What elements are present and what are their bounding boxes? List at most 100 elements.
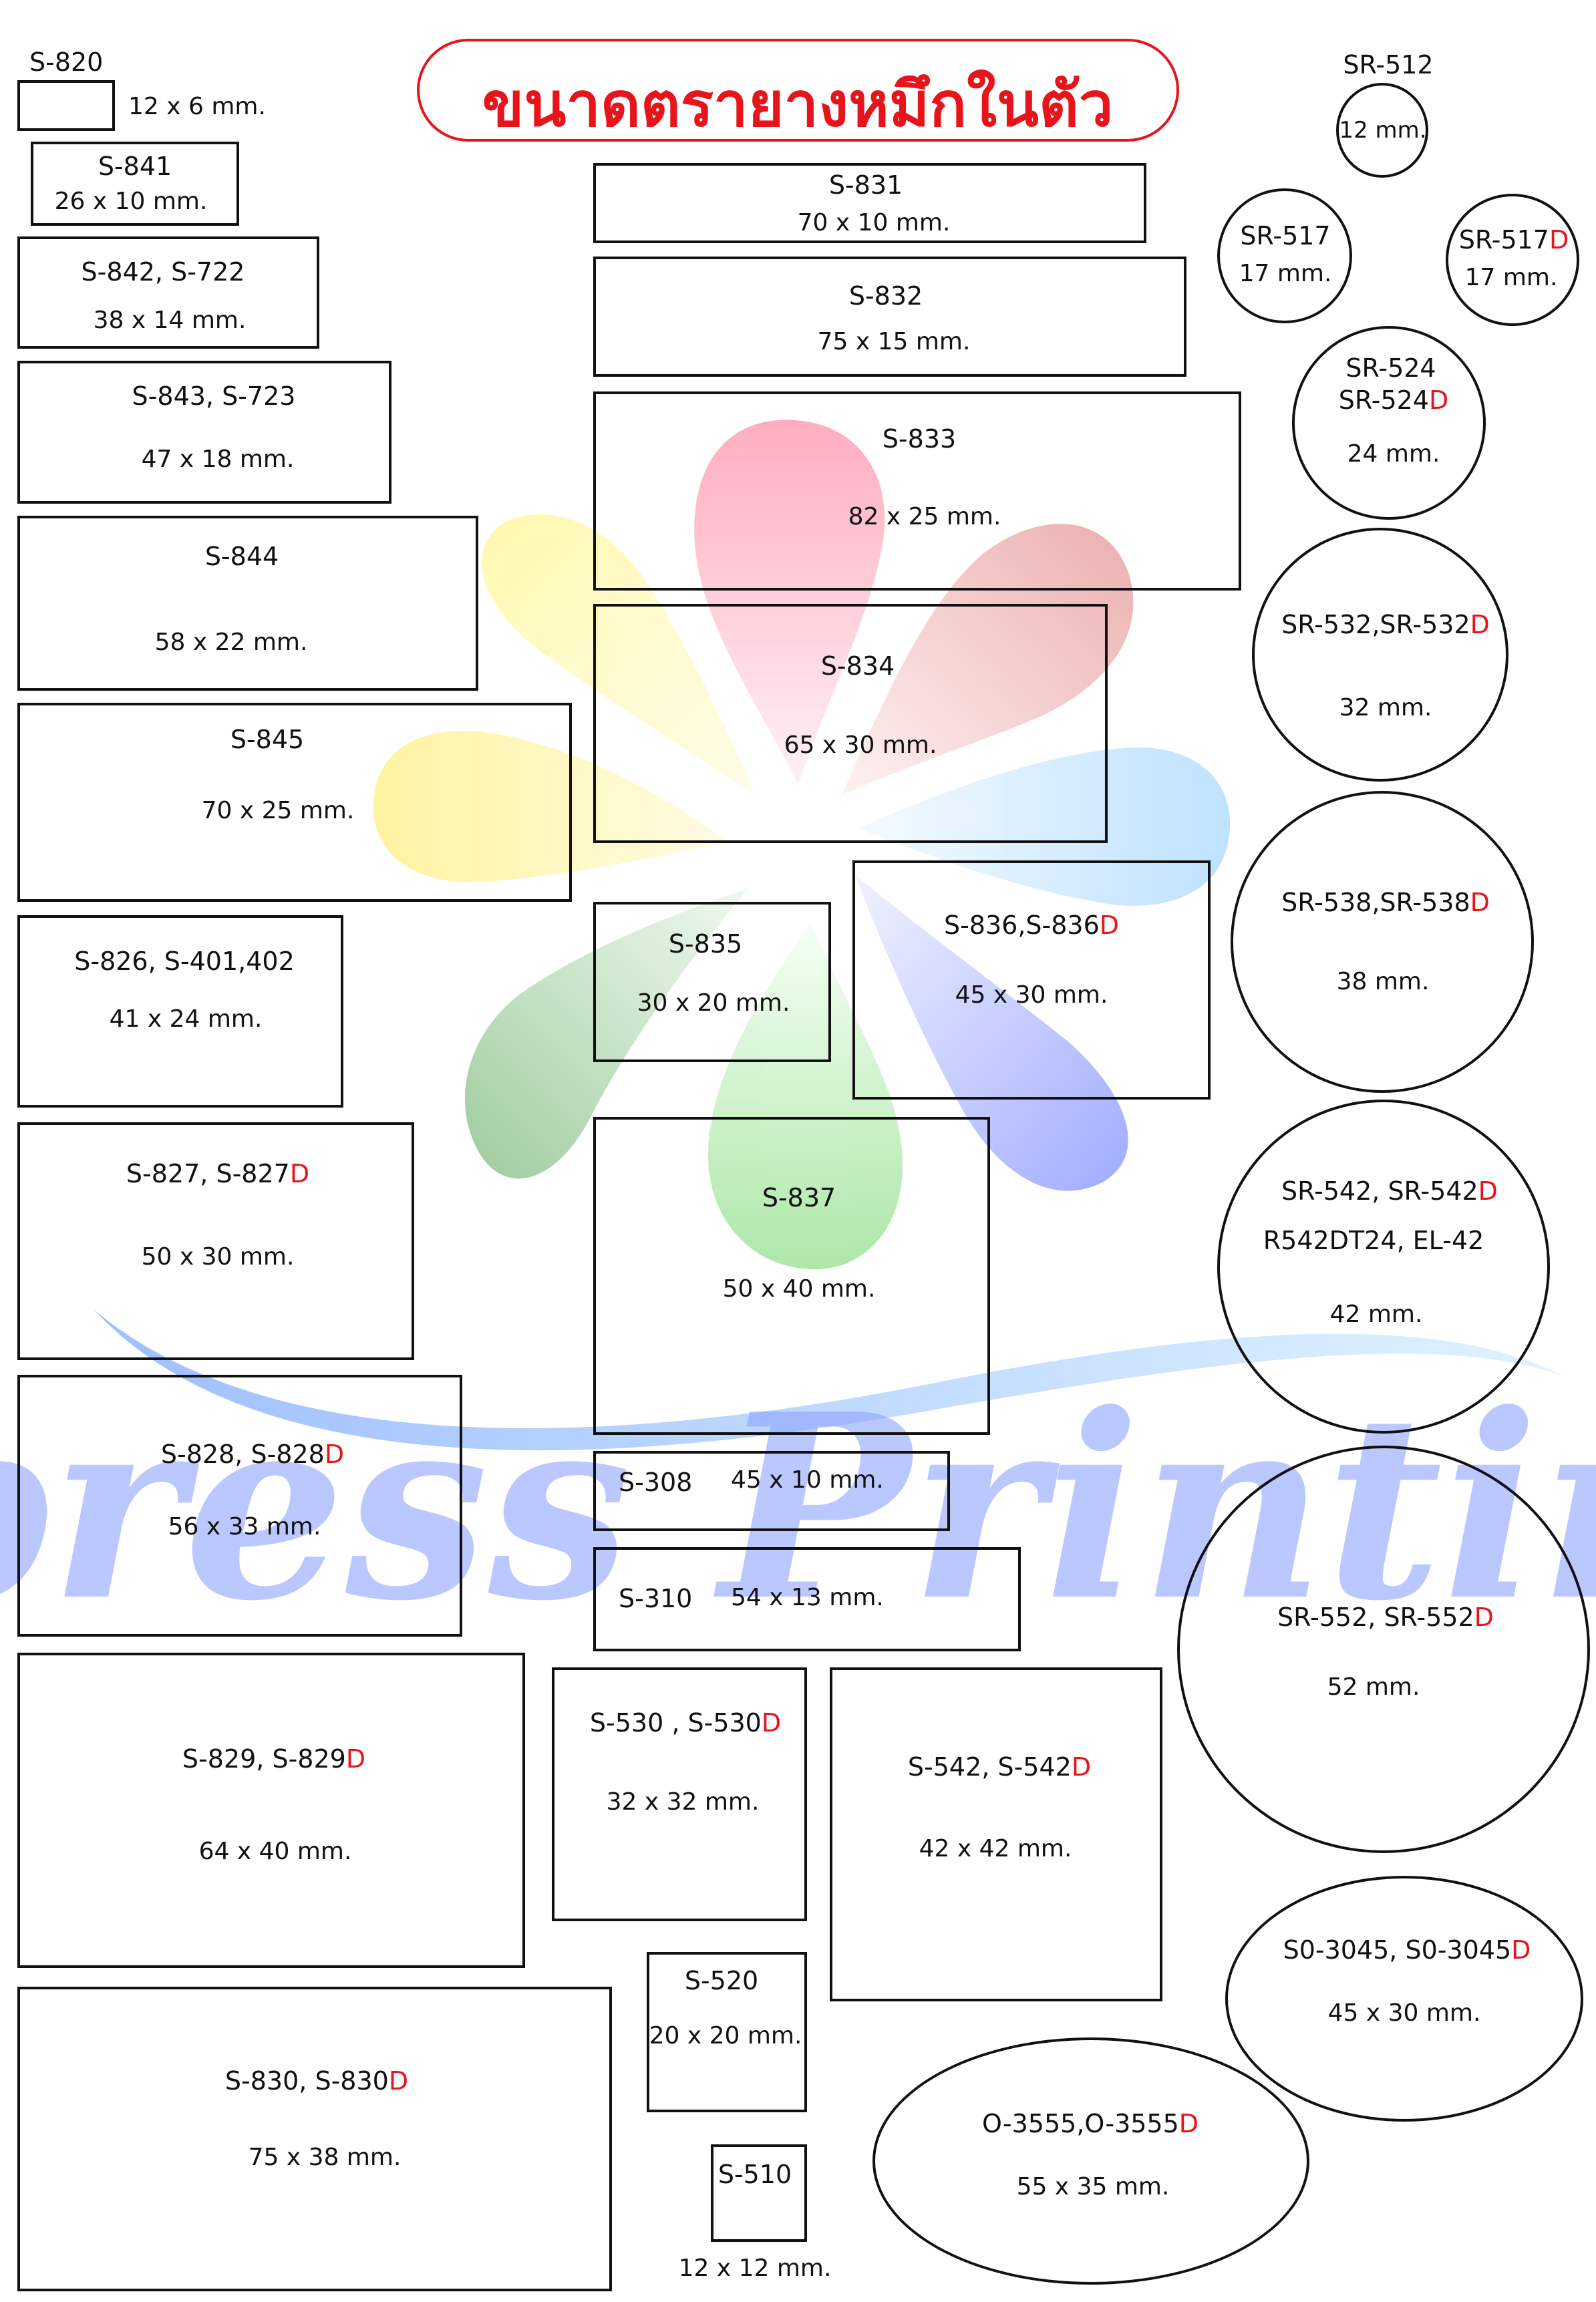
stamp-size: 50 x 30 mm. — [141, 1243, 295, 1271]
flower-petals-logo — [373, 420, 1231, 1269]
stamp-code: SR-552, SR-552D — [1277, 1605, 1494, 1630]
stamp-code: S-843, S-723 — [132, 381, 296, 411]
stamp-outline-sr524 — [1292, 326, 1486, 520]
stamp-code: S-833 — [882, 424, 957, 454]
code-text: O-3555,O-3555 — [981, 2109, 1179, 2138]
code-text: S-830, S-830 — [224, 2066, 389, 2096]
stamp-code-2: SR-524D — [1339, 387, 1449, 413]
code-text: S0-3045, S0-3045 — [1283, 1935, 1512, 1965]
d-suffix: D — [1470, 888, 1490, 917]
stamp-outline-s829 — [17, 1653, 525, 1968]
stamp-code: O-3555,O-3555D — [982, 2111, 1199, 2136]
code-text: SR-532,SR-532 — [1281, 610, 1470, 639]
title-pill — [417, 39, 1179, 142]
stamp-size: 75 x 15 mm. — [817, 328, 971, 355]
stamp-size: 64 x 40 mm. — [198, 1838, 352, 1865]
stamp-code: S-510 — [717, 2160, 792, 2189]
d-suffix: D — [1478, 1176, 1498, 1206]
stamp-outline-s520 — [647, 1952, 807, 2112]
stamp-code: S-827, S-827D — [126, 1161, 309, 1186]
stamp-size: 20 x 20 mm. — [649, 2022, 802, 2049]
swoosh — [94, 1309, 1563, 1450]
stamp-size: 17 mm. — [1239, 260, 1332, 287]
stamp-size: 38 x 14 mm. — [93, 307, 247, 334]
stamp-outline-s828 — [17, 1375, 462, 1637]
stamp-code-2: R542DT24, EL-42 — [1263, 1226, 1484, 1255]
stamp-code: S-845 — [230, 725, 305, 754]
stamp-outline-s832 — [593, 257, 1186, 377]
code-text: SR-552, SR-552 — [1277, 1603, 1474, 1632]
stamp-outline-sr517 — [1217, 188, 1352, 323]
code-text: S-827, S-827 — [126, 1159, 290, 1188]
stamp-code: SR-517D — [1459, 227, 1569, 253]
stamp-size: 12 x 12 mm. — [678, 2255, 832, 2282]
stamp-code: S-820 — [29, 47, 104, 77]
stamp-code: SR-542, SR-542D — [1281, 1178, 1498, 1204]
d-suffix: D — [1099, 911, 1120, 940]
stamp-size: 45 x 30 mm. — [1327, 1999, 1481, 2027]
d-suffix: D — [1549, 225, 1569, 255]
stamp-size: 42 mm. — [1329, 1301, 1423, 1328]
stamp-outline-s542 — [830, 1667, 1162, 2001]
code-text: S-542, S-542 — [907, 1752, 1072, 1782]
stamp-outline-s837 — [593, 1117, 990, 1435]
d-suffix: D — [1474, 1603, 1494, 1632]
stamp-outline-s844 — [17, 516, 478, 691]
stamp-outline-sr552 — [1177, 1446, 1590, 1853]
stamp-outline-s841 — [31, 142, 239, 226]
stamp-size: 50 x 40 mm. — [722, 1275, 876, 1303]
stamp-outline-s831 — [593, 163, 1146, 243]
d-suffix: D — [761, 1708, 782, 1738]
stamp-code: SR-517 — [1240, 221, 1331, 251]
stamp-outline-s830 — [17, 1987, 612, 2291]
stamp-size: 38 mm. — [1336, 968, 1430, 995]
stamp-code: SR-532,SR-532D — [1281, 612, 1490, 637]
d-suffix: D — [1428, 385, 1449, 415]
stamp-size: 24 mm. — [1347, 440, 1440, 468]
stamp-size: 54 x 13 mm. — [731, 1584, 884, 1611]
stamp-code: S-520 — [684, 1966, 759, 1995]
stamp-size: 32 mm. — [1339, 694, 1432, 721]
stamp-outline-s510 — [711, 2144, 807, 2242]
code-text: S-530 , S-530 — [589, 1708, 762, 1738]
d-suffix: D — [1470, 610, 1490, 639]
stamp-code: S-831 — [828, 170, 903, 200]
stamp-outline-s835 — [593, 902, 831, 1062]
stamp-outline-s842 — [17, 236, 319, 349]
stamp-outline-s308 — [593, 1451, 950, 1531]
stamp-code: S-832 — [848, 281, 923, 311]
stamp-outline-sr542 — [1217, 1100, 1550, 1434]
stamp-size: 56 x 33 mm. — [168, 1513, 321, 1540]
stamp-code: SR-538,SR-538D — [1281, 890, 1490, 915]
stamp-outline-s843 — [17, 361, 391, 504]
stamp-code: S-842, S-722 — [81, 257, 245, 287]
d-suffix: D — [324, 1440, 345, 1469]
d-suffix: D — [345, 1744, 366, 1774]
code-text: SR-542, SR-542 — [1281, 1176, 1478, 1206]
stamp-outline-s836 — [852, 860, 1211, 1100]
stamp-code: S-308 — [619, 1468, 693, 1497]
stamp-code: S-828, S-828D — [161, 1442, 344, 1467]
code-text: S-836,S-836 — [943, 911, 1100, 940]
stamp-size: 45 x 30 mm. — [955, 981, 1108, 1009]
d-suffix: D — [1071, 1752, 1092, 1782]
code-text: S-829, S-829 — [182, 1744, 346, 1774]
stamp-code: SR-524 — [1345, 353, 1436, 383]
stamp-outline-s826 — [17, 915, 343, 1108]
stamp-size: 41 x 24 mm. — [109, 1005, 263, 1033]
stamp-outline-s834 — [593, 604, 1108, 843]
stamp-code: SR-512 — [1343, 50, 1434, 79]
page-title: ขนาดตรายางหมึกในตัว — [482, 69, 1114, 140]
stamp-size: 17 mm. — [1464, 264, 1558, 291]
stamp-size: 47 x 18 mm. — [141, 446, 295, 473]
stamp-code: S-310 — [619, 1584, 693, 1613]
stamp-code: S-542, S-542D — [908, 1754, 1091, 1780]
stamp-code: S-834 — [820, 651, 895, 681]
stamp-size: 70 x 25 mm. — [201, 797, 355, 824]
stamp-outline-sr512 — [1336, 83, 1428, 178]
d-suffix: D — [388, 2066, 409, 2096]
stamp-size: 32 x 32 mm. — [606, 1788, 760, 1816]
stamp-outline-o3555 — [872, 2037, 1309, 2285]
stamp-code: S-836,S-836D — [944, 913, 1119, 938]
